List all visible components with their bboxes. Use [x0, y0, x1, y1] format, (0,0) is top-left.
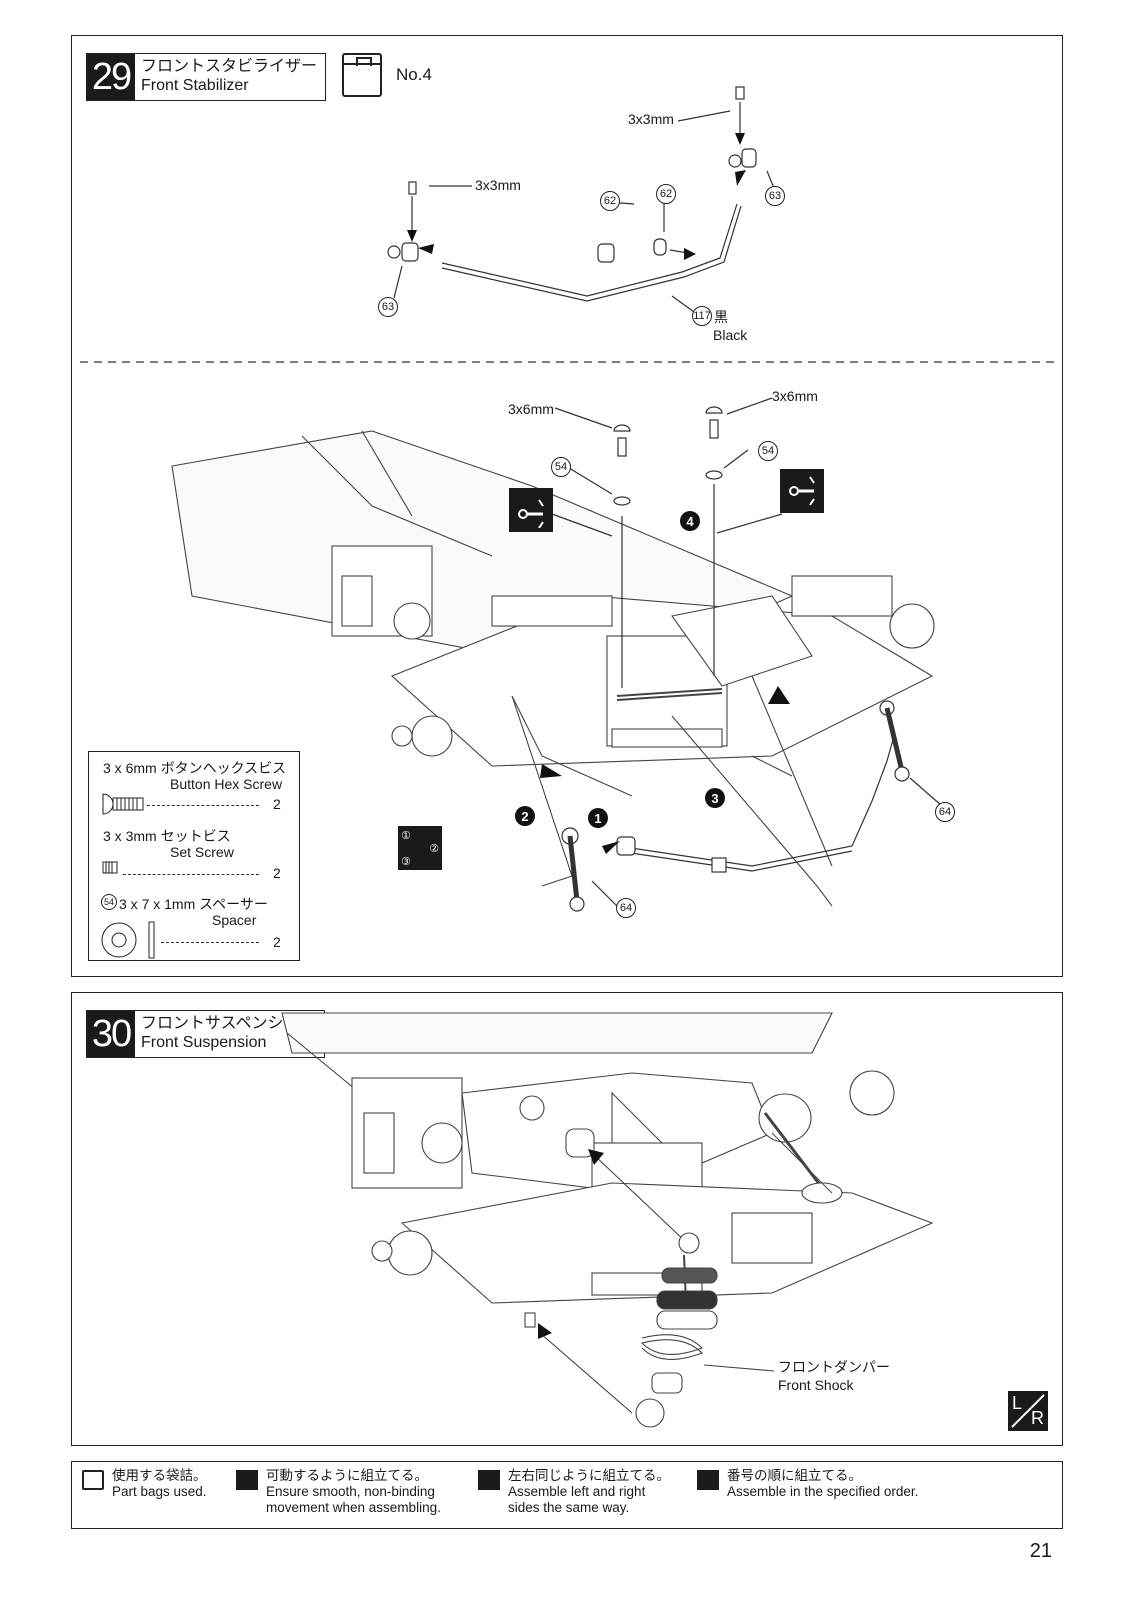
parts-list-box: 3 x 6mm ボタンヘックスビス Button Hex Screw 2 3 x…: [88, 751, 300, 961]
step-title-en: Front Suspension: [141, 1034, 267, 1051]
parts-item-1-name: 3 x 6mm ボタンヘックスビス: [103, 760, 287, 776]
assemble-order-icon: ① ② ③: [398, 826, 442, 870]
color-en: Black: [713, 327, 748, 343]
spacer-icon: [101, 921, 155, 959]
parts-item-2-qty: 2: [273, 865, 281, 881]
bag-icon: [82, 1470, 104, 1490]
parts-item-3-name: 3 x 7 x 1mm スペーサー: [119, 896, 268, 912]
step-29-header: 29 フロントスタビライザー Front Stabilizer: [86, 53, 327, 101]
part-62-a: 62: [600, 191, 620, 211]
label-button-screw-left: 3x6mm: [508, 401, 554, 417]
smooth-movement-icon: [780, 469, 824, 513]
parts-item-1-en: Button Hex Screw: [170, 776, 283, 792]
legend-bag: 使用する袋詰。 Part bags used.: [82, 1468, 232, 1524]
color-jp: 黒: [714, 309, 728, 325]
step-number: 30: [87, 1011, 135, 1057]
assemble-order-icon: [697, 1470, 719, 1490]
spacer-54-right: 54: [758, 441, 778, 461]
part-62-b: 62: [656, 184, 676, 204]
front-shock-label-jp: フロントダンパー: [778, 1359, 890, 1375]
part-64-a: 64: [935, 802, 955, 822]
front-shock-label-en: Front Shock: [778, 1377, 854, 1393]
part-117: 117: [692, 306, 712, 326]
step-29-panel: 29 フロントスタビライザー Front Stabilizer No.4: [71, 35, 1063, 977]
bag-icon: [342, 53, 382, 97]
smooth-movement-icon: [509, 488, 553, 532]
page-number: 21: [1029, 1540, 1052, 1562]
part-63-a: 63: [765, 186, 785, 206]
sequence-4: 4: [680, 511, 700, 531]
left-right-same-icon: L R: [1008, 1391, 1048, 1431]
step-29-illustration: [80, 86, 1054, 912]
step-title-jp: フロントサスペンション: [141, 1015, 316, 1032]
step-30-header: 30 フロントサスペンション Front Suspension: [86, 1010, 325, 1058]
label-set-screw-right: 3x3mm: [628, 111, 674, 127]
parts-item-3-qty: 2: [273, 934, 281, 950]
step-30-illustration: [281, 1012, 934, 1428]
parts-item-3-en: Spacer: [212, 912, 257, 928]
set-screw-icon: [102, 861, 118, 874]
spacer-54-left: 54: [551, 457, 571, 477]
part-63-b: 63: [378, 297, 398, 317]
legend-left-right: 左右同じように組立てる。 Assemble left and right sid…: [478, 1468, 688, 1524]
parts-item-1-qty: 2: [273, 796, 281, 812]
parts-item-2-name: 3 x 3mm セットビス: [103, 828, 231, 844]
left-right-same-icon: [478, 1470, 500, 1490]
legend-order: 番号の順に組立てる。 Assemble in the specified ord…: [697, 1468, 947, 1524]
sequence-2: 2: [515, 806, 535, 826]
part-64-b: 64: [616, 898, 636, 918]
part-bag-indicator: No.4: [342, 53, 432, 97]
label-set-screw-left: 3x3mm: [475, 177, 521, 193]
smooth-movement-icon: [236, 1470, 258, 1490]
icon-legend: 使用する袋詰。 Part bags used. 可動するように組立てる。 Ens…: [71, 1461, 1063, 1529]
label-button-screw-right: 3x6mm: [772, 388, 818, 404]
legend-smooth: 可動するように組立てる。 Ensure smooth, non-binding …: [236, 1468, 476, 1524]
sequence-1: 1: [588, 808, 608, 828]
step-30-panel: 30 フロントサスペンション Front Suspension: [71, 992, 1063, 1446]
step-number: 29: [87, 54, 135, 100]
sequence-3: 3: [705, 788, 725, 808]
bag-label: No.4: [396, 65, 432, 84]
parts-item-2-en: Set Screw: [170, 844, 234, 860]
step-title-en: Front Stabilizer: [141, 77, 249, 94]
step-title-jp: フロントスタビライザー: [141, 58, 318, 75]
button-hex-screw-icon: [102, 793, 144, 815]
parts-item-3-num: 54: [101, 894, 117, 910]
